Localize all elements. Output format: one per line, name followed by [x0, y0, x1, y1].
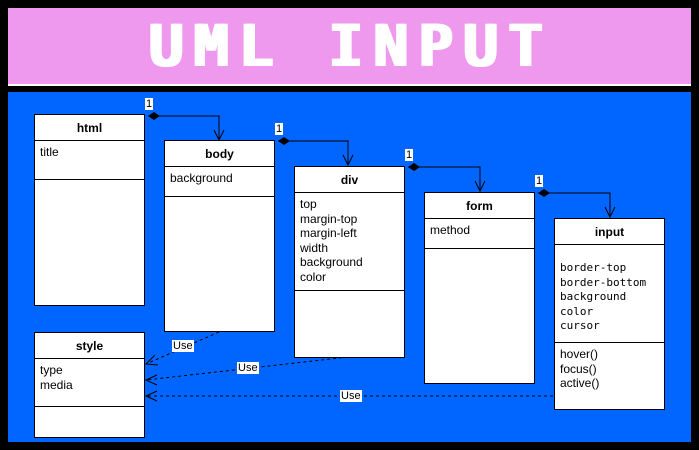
attribute: color — [560, 304, 594, 318]
dep-arrow-body-style — [144, 354, 159, 366]
operation-compartment — [35, 407, 144, 411]
class-name: div — [295, 167, 404, 193]
operation: focus() — [560, 361, 597, 376]
diagram-title: UML INPUT — [147, 12, 552, 80]
composition-body-div — [278, 140, 349, 164]
operation-compartment — [295, 291, 404, 295]
title-banner: UML INPUT — [8, 8, 691, 86]
dependency-label-body-style: Use — [172, 340, 194, 352]
dependency-label-input-style: Use — [340, 390, 362, 402]
multiplicity-form-input: 1 — [535, 175, 544, 187]
diagram-canvas: 1 1 1 1 Use Use Use html title body back… — [8, 92, 691, 442]
composition-div-form — [408, 166, 481, 190]
class-name: form — [425, 193, 534, 219]
arrowhead-form-input — [604, 206, 616, 219]
class-html[interactable]: html title — [34, 114, 145, 306]
attribute: margin-left — [300, 226, 357, 240]
dependency-div-style — [145, 356, 349, 381]
attribute: top — [300, 197, 317, 211]
attribute-compartment: title — [35, 141, 144, 180]
operation: active() — [560, 376, 600, 390]
diamond-form-input — [538, 189, 550, 197]
class-name: input — [555, 219, 664, 245]
diamond-html-body — [148, 112, 160, 120]
attribute-compartment: top margin-top margin-left width backgro… — [295, 193, 404, 291]
dep-arrow-input-style — [144, 390, 158, 402]
class-form[interactable]: form method — [424, 192, 535, 384]
diamond-body-div — [278, 137, 290, 145]
class-name: body — [165, 141, 274, 167]
class-name: html — [35, 115, 144, 141]
composition-html-body — [148, 115, 220, 139]
attribute: type — [40, 363, 63, 377]
attribute: method — [430, 223, 471, 237]
dependency-label-div-style: Use — [237, 362, 259, 374]
multiplicity-body-div: 1 — [275, 123, 284, 135]
attribute: border-top — [560, 261, 627, 274]
dep-arrow-div-style — [144, 374, 158, 386]
composition-form-input — [538, 192, 611, 216]
operation-compartment: hover() focus() active() — [555, 343, 664, 391]
operation-compartment — [35, 180, 144, 184]
connectors — [144, 112, 616, 402]
multiplicity-html-body: 1 — [145, 98, 154, 110]
dependency-body-style — [145, 331, 220, 365]
arrowhead-div-form — [474, 180, 486, 193]
attribute-compartment: type media — [35, 359, 144, 407]
class-input[interactable]: input border-top border-bottom backgroun… — [554, 218, 665, 410]
class-div[interactable]: div top margin-top margin-left width bac… — [294, 166, 405, 358]
attribute-compartment: method — [425, 219, 534, 249]
operation: hover() — [560, 347, 599, 361]
class-body[interactable]: body background — [164, 140, 275, 332]
attribute-compartment: background — [165, 167, 274, 197]
class-name: style — [35, 333, 144, 359]
attribute: margin-top — [300, 211, 358, 226]
attribute: media — [40, 377, 73, 392]
attribute: background — [300, 255, 363, 269]
attribute: color — [300, 269, 327, 284]
operation-compartment — [165, 197, 274, 201]
arrowhead-body-div — [342, 154, 354, 167]
attribute: background — [560, 290, 627, 303]
attribute: border-bottom — [560, 275, 647, 289]
class-style[interactable]: style type media — [34, 332, 145, 438]
attribute: cursor — [560, 319, 600, 332]
attribute-compartment: border-top border-bottom background colo… — [555, 245, 664, 343]
operation-compartment — [425, 249, 534, 253]
diamond-div-form — [408, 163, 420, 171]
attribute: background — [170, 171, 233, 185]
multiplicity-div-form: 1 — [405, 149, 414, 161]
attribute: width — [300, 240, 329, 255]
attribute: title — [40, 145, 59, 159]
